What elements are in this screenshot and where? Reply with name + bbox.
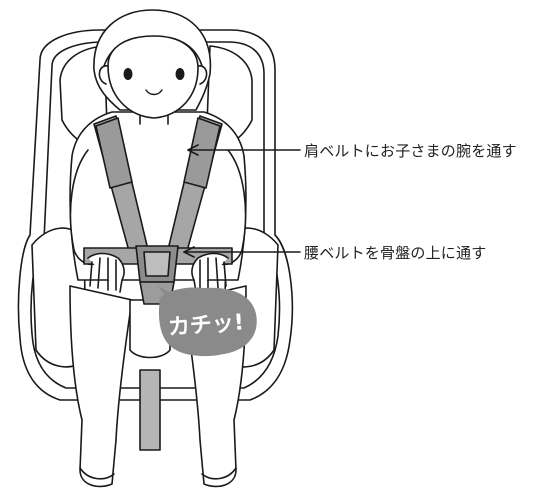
child-face [107, 35, 199, 119]
ear-right [197, 65, 208, 85]
arrow-head-lap [183, 246, 195, 258]
shoulder-belt-callout: 肩ベルトにお子さまの腕を通す [304, 142, 517, 160]
shoe-right [201, 467, 237, 480]
mouth [145, 89, 163, 96]
lap-belt-callout: 腰ベルトを骨盤の上に通す [304, 244, 487, 262]
arrow-head-shoulder [187, 144, 199, 156]
burst-text: カチッ! [167, 310, 245, 340]
burst-pointer [158, 286, 176, 300]
child-neck [139, 115, 169, 125]
hand-right [191, 252, 229, 293]
click-burst-bubble [158, 287, 257, 357]
seat-shell-inner [30, 41, 281, 389]
shoe-left [79, 467, 115, 480]
shoulder-pad-right [183, 117, 221, 189]
eye-left [123, 68, 133, 80]
crotch-strap [139, 369, 161, 451]
leg-left [69, 285, 133, 488]
hand-left [87, 252, 125, 293]
eye-right [175, 68, 185, 80]
buckle-tongue [143, 251, 171, 277]
shoulder-pad-left [95, 117, 133, 189]
ear-left [98, 65, 109, 85]
